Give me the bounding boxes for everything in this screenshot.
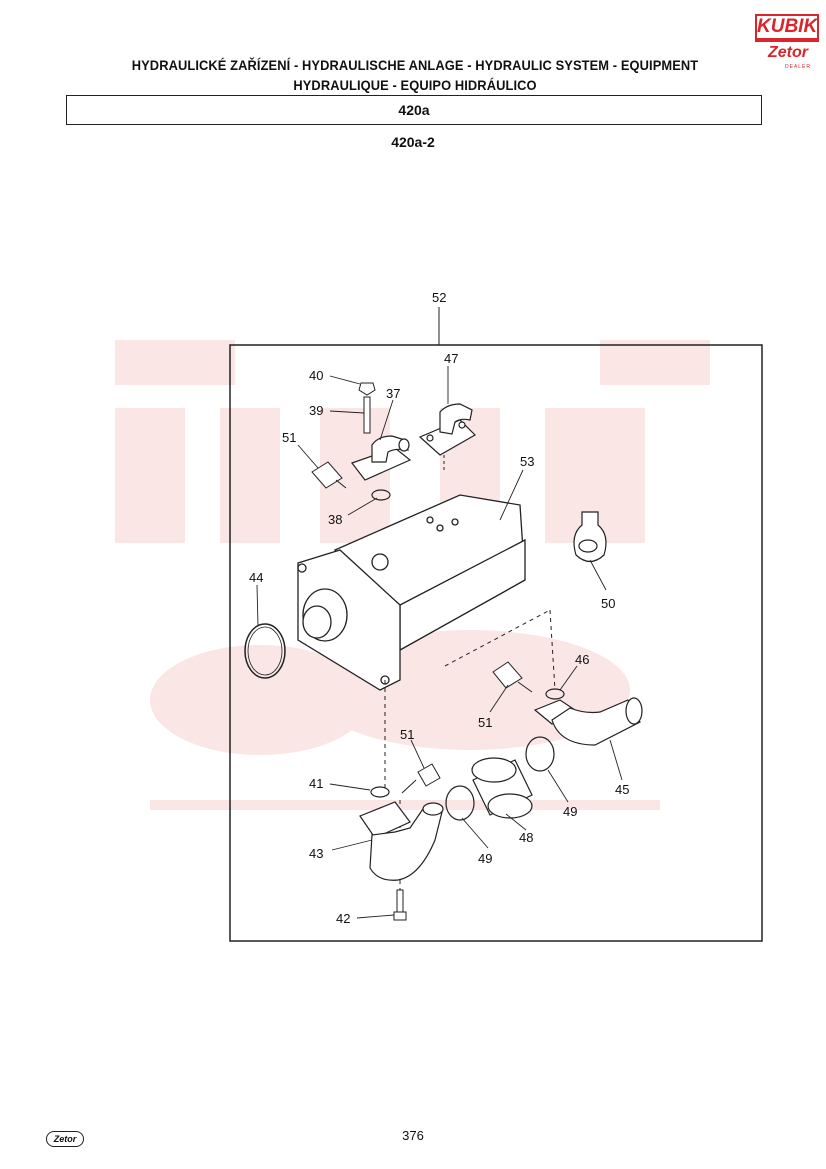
callout-51-top: 51 xyxy=(282,430,296,445)
o-ring-top xyxy=(371,489,391,501)
o-ring-right xyxy=(545,688,565,700)
callout-38: 38 xyxy=(328,512,342,527)
callout-49-right: 49 xyxy=(563,804,577,819)
top-elbow-flange xyxy=(351,435,412,481)
page-title-line1: HYDRAULICKÉ ZAŘÍZENÍ - HYDRAULISCHE ANLA… xyxy=(131,57,699,73)
pump-body xyxy=(297,494,526,691)
callout-49-left: 49 xyxy=(478,851,492,866)
callout-53: 53 xyxy=(520,454,534,469)
callout-48: 48 xyxy=(519,830,533,845)
callout-39: 39 xyxy=(309,403,323,418)
footer-zetor-logo: Zetor xyxy=(46,1131,84,1147)
callout-47: 47 xyxy=(444,351,458,366)
callout-52: 52 xyxy=(432,290,446,305)
stud-bolt xyxy=(358,382,376,434)
callout-40: 40 xyxy=(309,368,323,383)
callout-42: 42 xyxy=(336,911,350,926)
kubik-zetor-logo: KUBIK Zetor DEALER xyxy=(755,14,819,70)
lower-elbow-pipe xyxy=(359,801,444,881)
callout-51-right: 51 xyxy=(478,715,492,730)
section-code: 420a xyxy=(398,102,430,118)
o-ring-lower xyxy=(370,786,390,798)
hose-clamp-left xyxy=(445,785,475,821)
callout-46: 46 xyxy=(575,652,589,667)
hose-clamp-right xyxy=(525,736,555,772)
large-o-ring xyxy=(244,623,286,679)
page-title-line2: HYDRAULIQUE - EQUIPO HIDRÁULICO xyxy=(293,77,537,93)
logo-dealer-text: DEALER xyxy=(785,64,812,70)
plug-lower xyxy=(401,763,441,794)
callout-50: 50 xyxy=(601,596,615,611)
subsection-code: 420a-2 xyxy=(391,134,435,150)
page-number: 376 xyxy=(402,1128,424,1143)
figure-frame xyxy=(229,344,763,942)
callout-37: 37 xyxy=(386,386,400,401)
plug-top xyxy=(311,461,347,489)
leader-lines xyxy=(256,366,623,919)
upper-flange xyxy=(418,403,476,456)
callout-43: 43 xyxy=(309,846,323,861)
logo-zetor-text: Zetor xyxy=(768,44,808,61)
filter xyxy=(573,511,607,563)
bottom-bolt xyxy=(393,889,407,921)
plug-right xyxy=(492,661,533,693)
section-code-box: 420a xyxy=(66,95,762,125)
logo-kubik-text: KUBIK xyxy=(757,16,818,38)
hose xyxy=(471,757,533,819)
callout-44: 44 xyxy=(249,570,263,585)
callout-45: 45 xyxy=(615,782,629,797)
right-elbow-pipe xyxy=(533,697,643,746)
callout-51-lower: 51 xyxy=(400,727,414,742)
callout-41: 41 xyxy=(309,776,323,791)
